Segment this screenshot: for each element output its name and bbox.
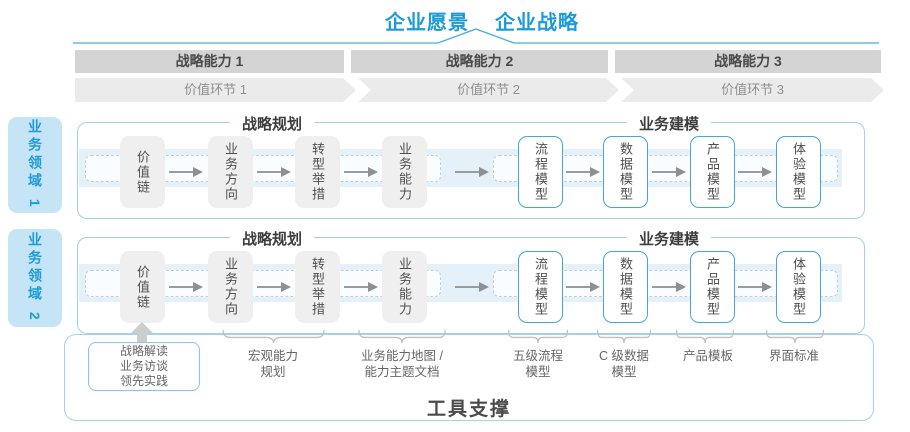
page-title: 企业愿景 企业战略 (385, 6, 579, 35)
annotation-line: 业务访谈 (119, 359, 168, 373)
stage-box-experience-model: 体验模型 (776, 251, 821, 323)
strategy-title: 企业战略 (495, 12, 579, 34)
flow-arrow-icon (344, 282, 378, 292)
annotation-data-model: C 级数据 模型 (598, 349, 650, 379)
stage-box-product-model: 产品模型 (690, 251, 735, 323)
annotation-source-box: 战略解读 业务访谈 领先实践 (88, 342, 200, 391)
flow-arrowhead-icon (841, 129, 905, 209)
annotation-ui-standard: 界面标准 (768, 349, 820, 363)
value-link-chevron-2: 价值环节 2 (358, 78, 619, 102)
capability-band-3: 战略能力 3 (615, 50, 881, 73)
flow-arrow-icon (257, 282, 291, 292)
caret-divider-line (73, 28, 879, 44)
flow-arrow-icon (455, 282, 489, 292)
planning-header: 战略规划 (229, 113, 315, 134)
modeling-header: 业务建模 (626, 113, 712, 134)
annotation-product-template: 产品模板 (682, 349, 734, 363)
flow-arrow-icon (652, 167, 686, 177)
domain-row-1: 战略规划 业务建模 价值链 业务方向 转型举措 业务能力 流程模型 数据模型 产… (77, 113, 905, 219)
annotation-line: 战略解读 (119, 344, 168, 358)
vision-title: 企业愿景 (385, 12, 469, 34)
flow-arrow-icon (455, 167, 489, 177)
up-arrow-icon (137, 333, 147, 343)
flow-arrow-icon (738, 167, 772, 177)
annotation-process-model: 五级流程 模型 (512, 349, 564, 379)
stage-box-value-chain: 价值链 (120, 251, 165, 323)
capability-band-1: 战略能力 1 (75, 50, 344, 73)
brace-icon (222, 330, 325, 343)
brace-icon (508, 330, 568, 343)
stage-box-experience-model: 体验模型 (776, 136, 821, 208)
stage-box-initiatives: 转型举措 (295, 136, 340, 208)
domain-row-2: 战略规划 业务建模 价值链 业务方向 转型举措 业务能力 流程模型 数据模型 产… (77, 228, 905, 334)
flow-arrow-icon (652, 282, 686, 292)
flow-arrow-icon (344, 167, 378, 177)
stage-box-capability: 业务能力 (382, 136, 427, 208)
flow-arrow-icon (169, 167, 203, 177)
flow-arrow-icon (566, 282, 600, 292)
stage-box-data-model: 数据模型 (603, 136, 648, 208)
stage-box-capability: 业务能力 (382, 251, 427, 323)
domain-label-1: 业务领域 1 (8, 117, 62, 213)
stage-box-data-model: 数据模型 (603, 251, 648, 323)
value-link-chevron-1: 价值环节 1 (75, 78, 356, 102)
annotation-line: 领先实践 (119, 374, 168, 388)
capability-band-2: 战略能力 2 (351, 50, 608, 73)
brace-icon (597, 330, 651, 343)
flow-arrow-icon (169, 282, 203, 292)
brace-icon (676, 330, 734, 343)
flow-arrow-icon (257, 167, 291, 177)
flow-arrowhead-icon (841, 244, 905, 324)
up-arrow-icon (131, 322, 153, 333)
flow-arrow-icon (566, 167, 600, 177)
stage-box-product-model: 产品模型 (690, 136, 735, 208)
stage-box-direction: 业务方向 (208, 136, 253, 208)
stage-box-direction: 业务方向 (208, 251, 253, 323)
tool-support-title: 工具支撑 (426, 399, 511, 420)
tool-support-container (64, 334, 874, 421)
value-link-chevron-3: 价值环节 3 (621, 78, 884, 102)
annotation-macro-capability: 宏观能力 规划 (247, 349, 299, 379)
stage-box-process-model: 流程模型 (518, 136, 563, 208)
planning-header: 战略规划 (229, 228, 315, 249)
stage-box-value-chain: 价值链 (120, 136, 165, 208)
stage-box-initiatives: 转型举措 (295, 251, 340, 323)
brace-icon (766, 330, 824, 343)
modeling-header: 业务建模 (626, 228, 712, 249)
brace-icon (358, 330, 446, 343)
annotation-capability-map: 业务能力地图 / 能力主题文档 (361, 349, 443, 379)
flow-arrow-icon (738, 282, 772, 292)
domain-label-2: 业务领域 2 (8, 229, 62, 327)
stage-box-process-model: 流程模型 (518, 251, 563, 323)
